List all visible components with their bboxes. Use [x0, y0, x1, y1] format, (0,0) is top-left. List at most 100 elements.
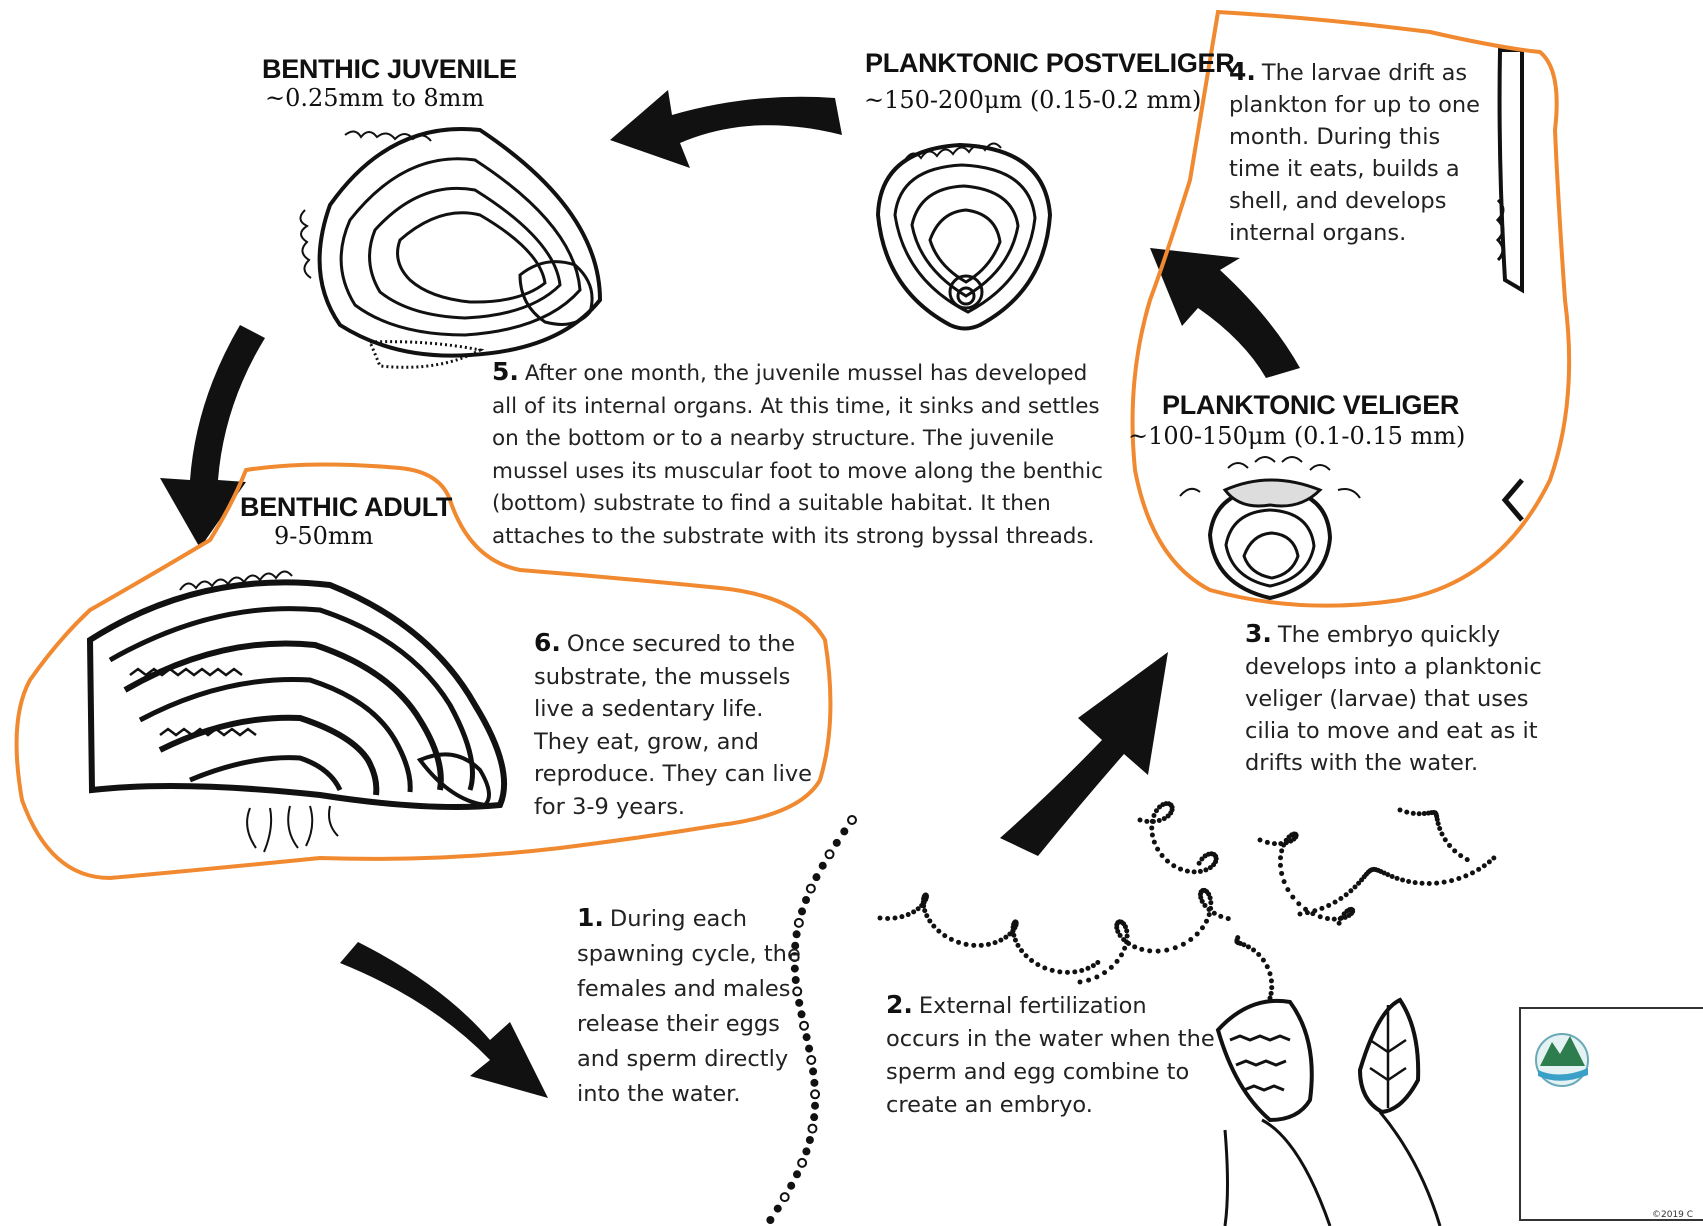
gamete-dot — [1269, 978, 1274, 983]
gamete-dot — [993, 940, 998, 945]
gamete-dot — [1268, 996, 1273, 1001]
gamete-dot — [1164, 948, 1169, 953]
gamete-dot — [1152, 840, 1157, 845]
gamete-dot — [1265, 964, 1270, 969]
gamete-dot — [1011, 933, 1016, 938]
gamete-dot — [1198, 869, 1203, 874]
gamete-dot — [1258, 838, 1263, 843]
spawning-mussels-illustration — [1218, 1000, 1440, 1226]
arrow-postveliger-to-juvenile — [610, 90, 842, 168]
gamete-dot — [1290, 895, 1295, 900]
gamete-dot — [1011, 928, 1016, 933]
step-6-line: for 3-9 years. — [534, 794, 685, 820]
gamete-dot — [1178, 867, 1183, 872]
gamete-dot — [819, 862, 827, 870]
benthic-adult-title: BENTHIC ADULT — [240, 492, 452, 523]
gamete-dot — [1326, 903, 1331, 908]
gamete-dot — [1385, 872, 1390, 877]
gamete-dot — [807, 885, 815, 893]
arrow-embryo-to-veliger — [1000, 652, 1168, 856]
gamete-dot — [1085, 966, 1090, 971]
gamete-dot — [1078, 980, 1083, 985]
step-2-number: 2. — [886, 990, 913, 1019]
gamete-dot — [1157, 818, 1162, 823]
step-5-text: 5.After one month, the juvenile mussel h… — [492, 356, 1132, 553]
step-3-line: develops into a planktonic — [1245, 654, 1542, 680]
gamete-dot — [1029, 958, 1034, 963]
gamete-dot — [1185, 869, 1190, 874]
gamete-dot — [1353, 884, 1358, 889]
gamete-dot — [1417, 811, 1422, 816]
gamete-dot — [1200, 925, 1205, 930]
arrow-adult-to-spawning — [340, 942, 548, 1098]
gamete-dot — [1305, 910, 1310, 915]
gamete-dot — [1390, 874, 1395, 879]
step-6-text: 6.Once secured to the substrate, the mus… — [534, 627, 824, 823]
gamete-dot — [1024, 953, 1029, 958]
gamete-dot — [1150, 832, 1155, 837]
gamete-dot — [1246, 944, 1251, 949]
gamete-dot — [1125, 933, 1130, 938]
step-1-number: 1. — [577, 903, 604, 932]
veliger-illustration — [1180, 457, 1360, 598]
gamete-dot — [1279, 871, 1284, 876]
gamete-dot — [986, 942, 991, 947]
gamete-dot — [1251, 948, 1256, 953]
step-3-number: 3. — [1245, 619, 1272, 648]
gamete-dot — [1452, 848, 1457, 853]
gamete-dot — [1456, 876, 1461, 881]
step-1-line: into the water. — [577, 1081, 741, 1107]
gamete-dot — [1235, 935, 1240, 940]
gamete-dot — [1278, 855, 1283, 860]
gamete-dot — [1207, 912, 1212, 917]
step-4-text: 4.The larvae drift as plankton for up to… — [1229, 56, 1499, 249]
benthic-juvenile-size: ~0.25mm to 8mm — [265, 84, 484, 112]
gamete-dot — [766, 1216, 774, 1224]
gamete-dot — [1192, 869, 1197, 874]
gamete-dot — [1013, 938, 1018, 943]
step-1-line: release their eggs — [577, 1011, 780, 1037]
step-4-line: shell, and develops — [1229, 188, 1446, 214]
cutoff-illustration-right — [1498, 50, 1522, 520]
step-1-text: 1.During each spawning cycle, the female… — [577, 900, 837, 1112]
gamete-dot — [1147, 948, 1152, 953]
step-5-line: mussel uses its muscular foot to move al… — [492, 459, 1103, 484]
step-3-text: 3.The embryo quickly develops into a pla… — [1245, 618, 1545, 779]
gamete-dot — [1199, 856, 1204, 861]
gamete-dot — [906, 912, 911, 917]
planktonic-veliger-title: PLANKTONIC VELIGER — [1162, 390, 1459, 421]
gamete-dot — [812, 873, 820, 881]
step-5-line: all of its internal organs. At this time… — [492, 394, 1100, 419]
gamete-dot — [1057, 969, 1062, 974]
step-1-line: During each — [610, 906, 747, 932]
step-2-line: occurs in the water when the — [886, 1026, 1215, 1052]
gamete-dot — [1144, 819, 1149, 824]
gamete-dot — [1200, 899, 1205, 904]
gamete-dot — [893, 916, 898, 921]
gamete-dot — [1281, 843, 1286, 848]
gamete-dot — [1154, 808, 1159, 813]
gamete-dot — [810, 1113, 818, 1121]
gamete-dot — [949, 937, 954, 942]
step-4-line: plankton for up to one — [1229, 92, 1480, 118]
gamete-dot — [1160, 853, 1165, 858]
step-4-line: time it eats, builds a — [1229, 156, 1460, 182]
gamete-dot — [1121, 937, 1126, 942]
gamete-dot — [1265, 840, 1270, 845]
gamete-dot — [1065, 970, 1070, 975]
gamete-dot — [1003, 935, 1008, 940]
gamete-dot — [1132, 944, 1137, 949]
gamete-dot — [998, 938, 1003, 943]
step-2-line: sperm and egg combine to — [886, 1059, 1189, 1085]
gamete-dot — [936, 929, 941, 934]
gamete-dot — [1284, 838, 1289, 843]
gamete-dot — [1348, 888, 1353, 893]
benthic-juvenile-illustration — [300, 129, 600, 367]
gamete-dot — [942, 933, 947, 938]
gamete-dot — [1269, 985, 1274, 990]
gamete-dot — [1109, 965, 1114, 970]
gamete-dot — [1296, 901, 1301, 906]
step-6-line: reproduce. They can live — [534, 761, 812, 787]
gamete-dot — [1015, 943, 1020, 948]
gamete-dot — [1202, 903, 1207, 908]
